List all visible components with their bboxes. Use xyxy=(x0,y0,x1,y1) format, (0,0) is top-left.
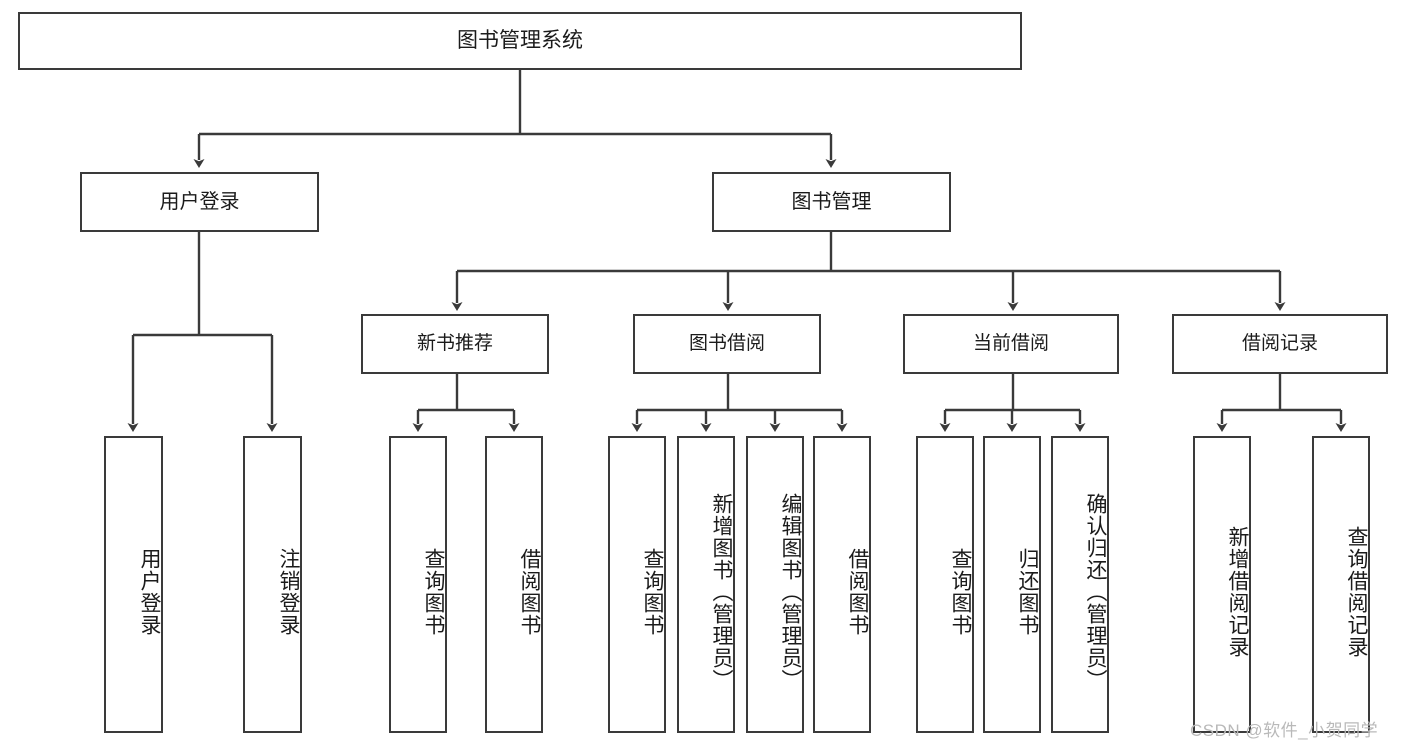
leaf-record-add-record[interactable]: 新增借阅记录 xyxy=(1193,436,1251,733)
node-label: 确认归还（管理员） xyxy=(1084,492,1107,691)
node-book-management[interactable]: 图书管理 xyxy=(712,172,951,232)
node-label: 图书管理系统 xyxy=(457,29,583,53)
node-label: 查询图书 xyxy=(422,547,445,636)
node-label: 新增图书（管理员） xyxy=(710,492,733,691)
leaf-new-book-borrow[interactable]: 借阅图书 xyxy=(485,436,543,733)
node-label: 查询图书 xyxy=(949,547,972,636)
leaf-user-login-logout[interactable]: 注销登录 xyxy=(243,436,302,733)
node-label: 用户登录 xyxy=(159,190,240,213)
node-book-borrow[interactable]: 图书借阅 xyxy=(633,314,821,374)
node-root-system[interactable]: 图书管理系统 xyxy=(18,12,1022,70)
node-label: 编辑图书（管理员） xyxy=(779,492,802,691)
node-label: 注销登录 xyxy=(277,547,300,636)
node-label: 新书推荐 xyxy=(416,333,493,355)
leaf-borrow-add-book-admin[interactable]: 新增图书（管理员） xyxy=(677,436,735,733)
node-current-borrow[interactable]: 当前借阅 xyxy=(903,314,1119,374)
leaf-current-confirm-return-admin[interactable]: 确认归还（管理员） xyxy=(1051,436,1109,733)
node-label: 查询借阅记录 xyxy=(1345,525,1368,658)
node-label: 借阅图书 xyxy=(846,547,869,636)
leaf-user-login-login[interactable]: 用户登录 xyxy=(104,436,163,733)
leaf-current-return-book[interactable]: 归还图书 xyxy=(983,436,1041,733)
node-borrow-record[interactable]: 借阅记录 xyxy=(1172,314,1388,374)
leaf-borrow-query-book[interactable]: 查询图书 xyxy=(608,436,666,733)
node-label: 归还图书 xyxy=(1016,547,1039,636)
leaf-borrow-borrow-book[interactable]: 借阅图书 xyxy=(813,436,871,733)
node-new-book-recommend[interactable]: 新书推荐 xyxy=(361,314,549,374)
leaf-current-query-book[interactable]: 查询图书 xyxy=(916,436,974,733)
node-label: 用户登录 xyxy=(138,547,161,636)
node-label: 当前借阅 xyxy=(972,333,1049,355)
node-label: 图书借阅 xyxy=(688,333,765,355)
leaf-record-query-record[interactable]: 查询借阅记录 xyxy=(1312,436,1370,733)
csdn-watermark: CSDN @软件_小贺同学 xyxy=(1190,721,1379,740)
leaf-borrow-edit-book-admin[interactable]: 编辑图书（管理员） xyxy=(746,436,804,733)
leaf-new-book-query[interactable]: 查询图书 xyxy=(389,436,447,733)
node-label: 借阅记录 xyxy=(1241,333,1318,355)
node-label: 图书管理 xyxy=(791,190,872,213)
node-label: 借阅图书 xyxy=(518,547,541,636)
node-label: 新增借阅记录 xyxy=(1226,525,1249,658)
node-label: 查询图书 xyxy=(641,547,664,636)
node-user-login[interactable]: 用户登录 xyxy=(80,172,319,232)
